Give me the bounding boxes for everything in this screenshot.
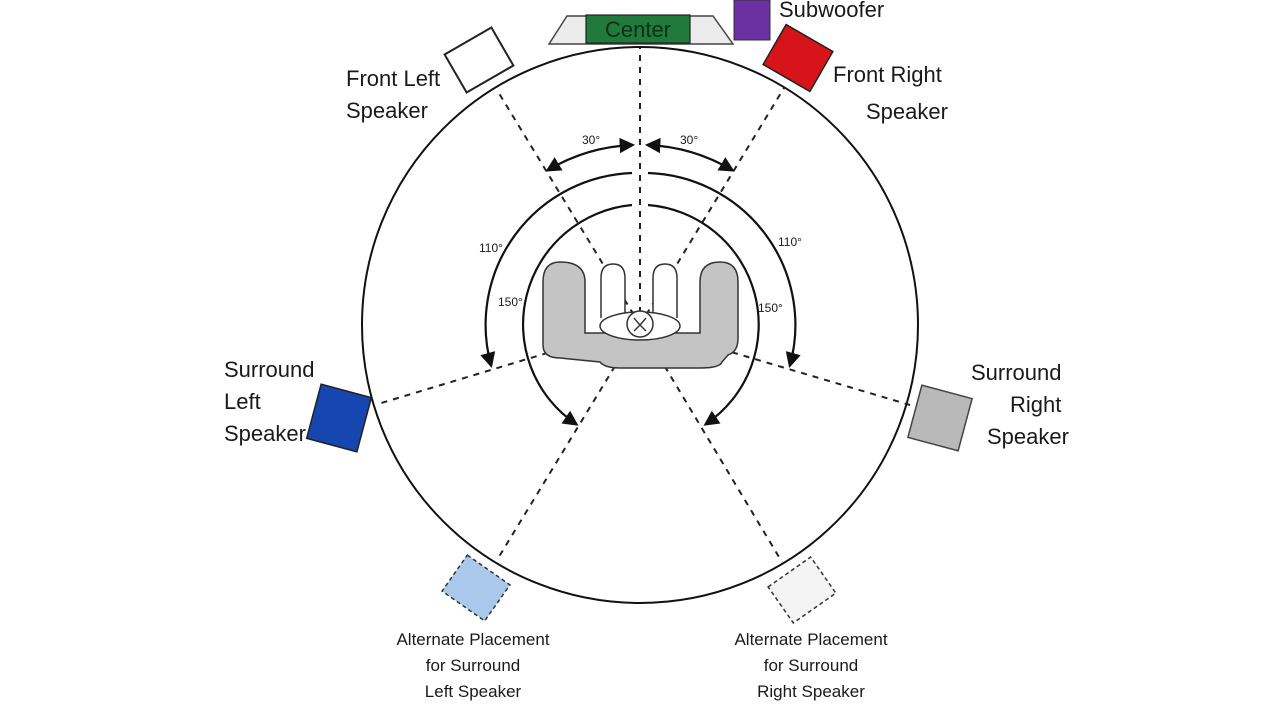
front-right-label-line2: Speaker — [866, 99, 948, 124]
alternate-left-label-line3: Left Speaker — [425, 682, 522, 701]
alternate-right-speaker-icon — [767, 556, 837, 624]
subwoofer-label: Subwoofer — [779, 0, 884, 22]
front-left-label-line2: Speaker — [346, 98, 428, 123]
surround-right-speaker-icon — [906, 384, 974, 452]
listening-circle — [361, 46, 919, 604]
arc-150-left — [521, 203, 633, 426]
front-left-label-line1: Front Left — [346, 66, 440, 91]
alternate-left-label-line1: Alternate Placement — [396, 630, 549, 649]
alternate-right-label-line2: for Surround — [764, 656, 859, 675]
alternate-right-label-line3: Right Speaker — [757, 682, 865, 701]
center-speaker: Center — [547, 14, 735, 45]
couch-icon — [542, 261, 739, 369]
angle-label-150-left: 150° — [498, 295, 523, 309]
angle-label-110-left: 110° — [479, 241, 503, 255]
arc-150-right — [647, 203, 760, 426]
surround-left-speaker-icon — [305, 383, 373, 453]
couch-with-listener — [542, 261, 739, 369]
angle-label-150-right: 150° — [758, 301, 783, 315]
surround-left-label-line2: Left — [224, 389, 261, 414]
alternate-left-label-line2: for Surround — [426, 656, 521, 675]
center-speaker-face — [585, 14, 691, 44]
alternate-left-speaker-icon — [441, 554, 511, 622]
arc-110-right — [647, 171, 801, 368]
listener-head-arrows — [633, 317, 647, 332]
line-alt-left — [496, 324, 641, 561]
front-left-speaker-icon — [443, 26, 515, 94]
surround-left-label-line3: Speaker — [224, 421, 306, 446]
alternate-right-label-line1: Alternate Placement — [734, 630, 887, 649]
speaker-direction-lines — [377, 48, 911, 563]
line-front-left — [496, 89, 641, 326]
angle-label-110-right: 110° — [778, 235, 802, 249]
line-surround-left — [377, 324, 641, 405]
arc-30-right — [644, 137, 735, 172]
angle-label-30-left: 30° — [582, 133, 600, 147]
line-front-right — [639, 87, 785, 326]
angle-label-30-right: 30° — [680, 133, 698, 147]
subwoofer-icon — [733, 0, 771, 41]
surround-right-label-line3: Speaker — [987, 424, 1069, 449]
listener-right-leg — [652, 263, 678, 318]
front-right-label-line1: Front Right — [833, 62, 942, 87]
line-alt-right — [639, 324, 783, 563]
front-right-speaker-icon — [762, 23, 834, 93]
surround-right-label-line2: Right — [1010, 392, 1061, 417]
arc-30-left — [545, 137, 636, 172]
surround-right-label-line1: Surround — [971, 360, 1062, 385]
arc-110-left — [480, 171, 633, 368]
angle-arcs — [480, 137, 801, 426]
surround-left-label-line1: Surround — [224, 357, 315, 382]
listener-left-leg — [600, 263, 626, 318]
center-label: Center — [605, 17, 671, 42]
